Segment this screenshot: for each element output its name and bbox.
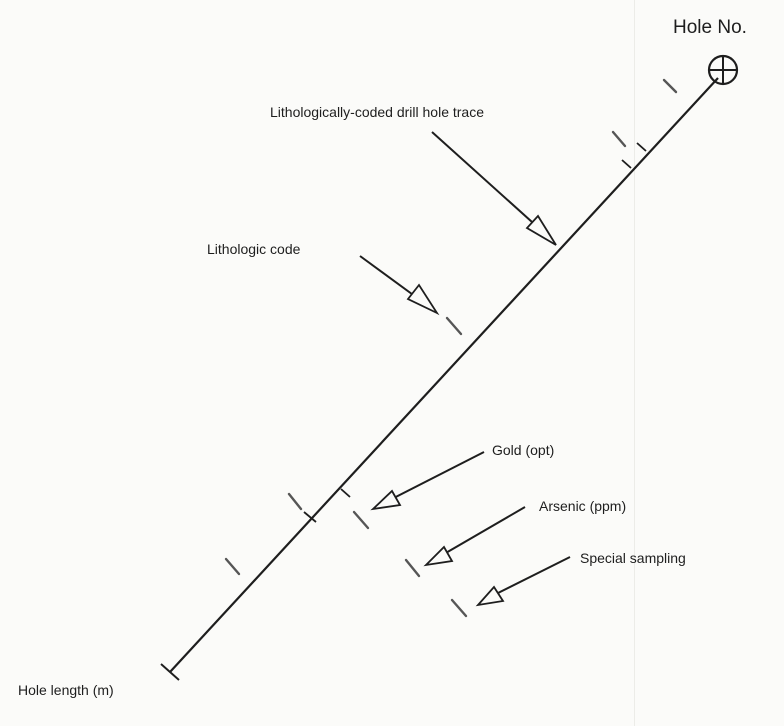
hole-number-label: Hole No. — [673, 17, 747, 38]
interval-tick — [340, 488, 351, 498]
arsenic-label: Arsenic (ppm) — [539, 498, 627, 514]
trace-annotation-marks — [224, 78, 678, 618]
hole-end-tick — [160, 663, 180, 681]
trace-label: Lithologically-coded drill hole trace — [270, 104, 485, 120]
arsenic-leader-arrow — [423, 506, 526, 567]
special-sampling-label: Special sampling — [580, 550, 686, 566]
gold-leader-arrow — [370, 451, 485, 511]
lithologic-code-label: Lithologic code — [207, 241, 301, 257]
special-sampling-leader-arrow — [475, 556, 571, 607]
circle-crosshair-icon — [707, 54, 739, 86]
page-fold-line — [634, 0, 635, 726]
lithologic-code-leader-arrow — [359, 255, 440, 316]
gold-label: Gold (opt) — [492, 442, 555, 458]
interval-tick — [621, 159, 632, 169]
hole-length-label: Hole length (m) — [18, 682, 114, 698]
interval-tick — [303, 511, 317, 523]
interval-tick — [636, 142, 647, 152]
drill-hole-trace — [169, 77, 719, 673]
trace-leader-arrow — [431, 131, 557, 246]
